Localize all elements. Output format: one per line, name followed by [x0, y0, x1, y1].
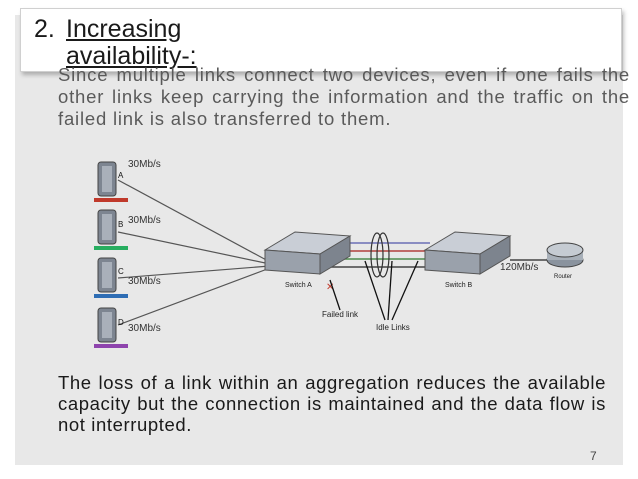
title-text: Increasing availability-:	[66, 15, 197, 70]
title-box	[20, 8, 622, 72]
server-links	[117, 179, 271, 326]
server-a-speed: 30Mb/s	[128, 159, 161, 170]
switch-b: Switch B	[423, 231, 512, 289]
server-c-speed: 30Mb/s	[128, 276, 161, 287]
server-b-label: B	[118, 220, 123, 229]
router: Router	[546, 242, 584, 280]
slide-title: 2. Increasing availability-:	[34, 15, 286, 70]
server-b-speed: 30Mb/s	[128, 215, 161, 226]
server-d-label: D	[118, 318, 124, 327]
server-b: B 30Mb/s	[94, 209, 161, 250]
uplink-speed: 120Mb/s	[500, 262, 538, 273]
failed-link-arrow	[329, 279, 341, 311]
server-d: D 30Mb/s	[94, 307, 161, 348]
page-number: 7	[590, 449, 597, 463]
switch-a-label: Switch A	[285, 282, 312, 289]
title-number: 2.	[34, 15, 55, 43]
server-d-speed: 30Mb/s	[128, 323, 161, 334]
server-c: C 30Mb/s	[94, 257, 161, 298]
server-a-label: A	[118, 171, 124, 180]
switch-b-label: Switch B	[445, 282, 473, 289]
failed-link-label: Failed link	[322, 310, 359, 319]
failed-link-x-icon: ✕	[326, 282, 334, 293]
link-aggregation-diagram: A 30Mb/s B 30Mb/s C 30Mb/s D 30Mb/s	[94, 159, 584, 348]
idle-links-label: Idle Links	[376, 323, 410, 332]
body-text-top: Since multiple links connect two devices…	[58, 64, 630, 129]
router-label: Router	[554, 274, 572, 280]
server-c-label: C	[118, 267, 124, 276]
body-text-bottom: The loss of a link within an aggregation…	[58, 372, 606, 435]
idle-links-arrows	[364, 260, 419, 321]
switch-a: Switch A	[263, 231, 352, 289]
server-a: A 30Mb/s	[94, 159, 161, 202]
